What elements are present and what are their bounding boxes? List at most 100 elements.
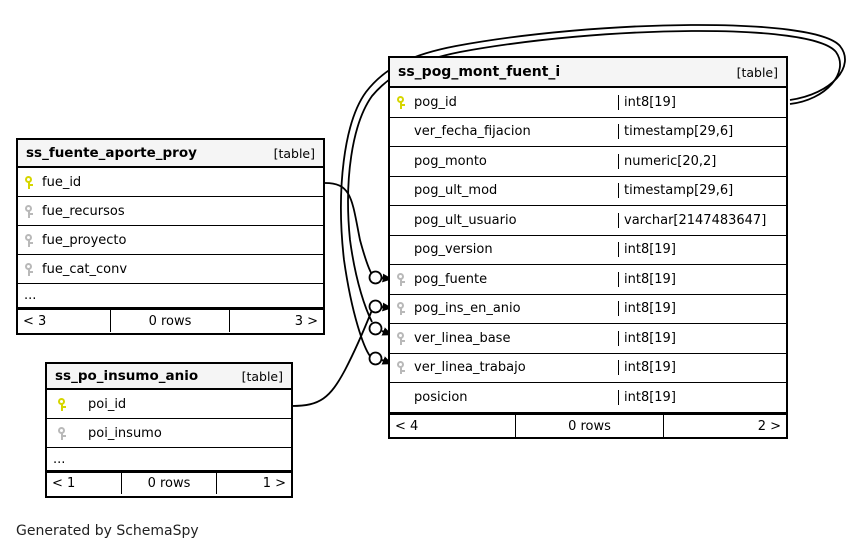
column-type: varchar[2147483647] [618, 212, 786, 228]
column-row[interactable]: fue_recursos [18, 197, 323, 226]
generated-by-note: Generated by SchemaSpy [16, 523, 199, 539]
column-row[interactable]: pog_ult_mod timestamp[29,6] [390, 177, 786, 206]
footer-next-link[interactable]: 1 > [262, 476, 286, 491]
foreign-key-icon [396, 301, 409, 316]
column-row[interactable]: fue_cat_conv [18, 255, 323, 284]
column-label: pog_version [414, 242, 493, 258]
column-name-cell: pog_ins_en_anio [390, 301, 618, 316]
footer-next-link[interactable]: 3 > [294, 313, 318, 329]
column-name-cell: pog_fuente [390, 272, 618, 287]
column-row[interactable]: ver_linea_trabajo int8[19] [390, 354, 786, 383]
column-type: int8[19] [618, 242, 786, 258]
column-name-cell: pog_monto [390, 154, 618, 169]
column-name-cell: pog_id [390, 95, 618, 110]
column-label: ver_linea_trabajo [414, 360, 526, 376]
footer-prev-link[interactable]: < 1 [52, 476, 76, 491]
foreign-key-icon [57, 426, 70, 441]
column-name-cell: ver_fecha_fijacion [390, 124, 618, 139]
column-type: int8[19] [618, 301, 786, 317]
table-type-tag: [table] [273, 145, 315, 161]
table-header: ss_po_insumo_anio [table] [47, 364, 291, 390]
column-row[interactable]: poi_id [47, 390, 291, 419]
column-name-cell: pog_version [390, 242, 618, 257]
edge-fuente-to-pog-fuente [324, 182, 393, 285]
primary-key-icon [57, 397, 70, 412]
column-label: pog_id [414, 94, 457, 110]
footer-row-count: 0 rows [121, 473, 217, 494]
column-type: timestamp[29,6] [618, 183, 786, 199]
column-label: poi_insumo [88, 425, 162, 441]
column-name-cell: poi_id [47, 397, 291, 412]
column-label: pog_ult_mod [414, 183, 498, 199]
column-row[interactable]: pog_monto numeric[20,2] [390, 147, 786, 177]
table-header: ss_fuente_aporte_proy [table] [18, 140, 323, 168]
column-row[interactable]: pog_ins_en_anio int8[19] [390, 295, 786, 324]
table-footer: < 3 0 rows 3 > [18, 308, 323, 332]
column-label: ver_linea_base [414, 330, 511, 346]
column-label: ver_fecha_fijacion [414, 124, 531, 140]
column-name-cell: poi_insumo [47, 426, 291, 441]
foreign-key-icon [396, 331, 409, 346]
column-type: numeric[20,2] [618, 153, 786, 169]
column-type: int8[19] [618, 360, 786, 376]
column-row[interactable]: posicion int8[19] [390, 383, 786, 413]
column-row[interactable]: fue_id [18, 168, 323, 197]
column-row[interactable]: ver_linea_base int8[19] [390, 324, 786, 354]
table-ss_po_insumo_anio[interactable]: ss_po_insumo_anio [table] poi_id poi_ins… [45, 362, 293, 498]
footer-row-count: 0 rows [110, 310, 230, 332]
table-title: ss_fuente_aporte_proy [26, 145, 197, 161]
table-ss_pog_mont_fuent_i[interactable]: ss_pog_mont_fuent_i [table] pog_id int8[… [388, 56, 788, 439]
footer-prev-link[interactable]: < 4 [395, 419, 419, 434]
column-label: fue_id [42, 174, 82, 190]
column-type: int8[19] [618, 94, 786, 110]
column-name-cell: ver_linea_trabajo [390, 360, 618, 375]
column-name-cell: ver_linea_base [390, 331, 618, 346]
foreign-key-icon [24, 204, 37, 219]
footer-prev-link[interactable]: < 3 [23, 313, 47, 329]
column-row[interactable]: pog_ult_usuario varchar[2147483647] [390, 206, 786, 236]
primary-key-icon [24, 175, 37, 190]
column-row[interactable]: fue_proyecto [18, 226, 323, 255]
footer-next-link[interactable]: 2 > [757, 419, 781, 434]
column-type: int8[19] [618, 330, 786, 346]
column-name-cell: posicion [390, 390, 618, 405]
table-type-tag: [table] [736, 64, 778, 80]
column-type: int8[19] [618, 271, 786, 287]
column-label: pog_monto [414, 153, 487, 169]
table-ss_fuente_aporte_proy[interactable]: ss_fuente_aporte_proy [table] fue_id fue… [16, 138, 325, 335]
column-name-cell: fue_id [18, 175, 323, 190]
more-columns-indicator[interactable]: ... [18, 284, 323, 308]
column-label: posicion [414, 389, 468, 405]
table-footer: < 4 0 rows 2 > [390, 412, 786, 439]
more-columns-indicator[interactable]: ... [47, 448, 291, 471]
table-header: ss_pog_mont_fuent_i [table] [390, 58, 786, 88]
foreign-key-icon [24, 262, 37, 277]
column-row[interactable]: poi_insumo [47, 419, 291, 448]
column-row[interactable]: pog_fuente int8[19] [390, 265, 786, 295]
foreign-key-icon [396, 360, 409, 375]
table-footer: < 1 0 rows 1 > [47, 471, 291, 494]
column-label: fue_proyecto [42, 232, 127, 248]
foreign-key-icon [24, 233, 37, 248]
column-label: pog_fuente [414, 271, 488, 287]
column-name-cell: pog_ult_usuario [390, 213, 618, 228]
table-title: ss_pog_mont_fuent_i [398, 64, 561, 80]
column-type: int8[19] [618, 389, 786, 405]
table-type-tag: [table] [241, 368, 283, 384]
column-name-cell: fue_cat_conv [18, 262, 323, 277]
column-label: pog_ins_en_anio [414, 301, 521, 317]
column-name-cell: pog_ult_mod [390, 183, 618, 198]
column-row[interactable]: pog_id int8[19] [390, 88, 786, 118]
column-label: poi_id [88, 396, 127, 412]
column-name-cell: fue_recursos [18, 204, 323, 219]
table-title: ss_po_insumo_anio [55, 368, 199, 384]
foreign-key-icon [396, 272, 409, 287]
column-row[interactable]: ver_fecha_fijacion timestamp[29,6] [390, 118, 786, 147]
column-label: pog_ult_usuario [414, 212, 517, 228]
primary-key-icon [396, 95, 409, 110]
column-label: fue_recursos [42, 203, 125, 219]
column-label: fue_cat_conv [42, 261, 128, 277]
column-type: timestamp[29,6] [618, 124, 786, 140]
column-row[interactable]: pog_version int8[19] [390, 236, 786, 265]
